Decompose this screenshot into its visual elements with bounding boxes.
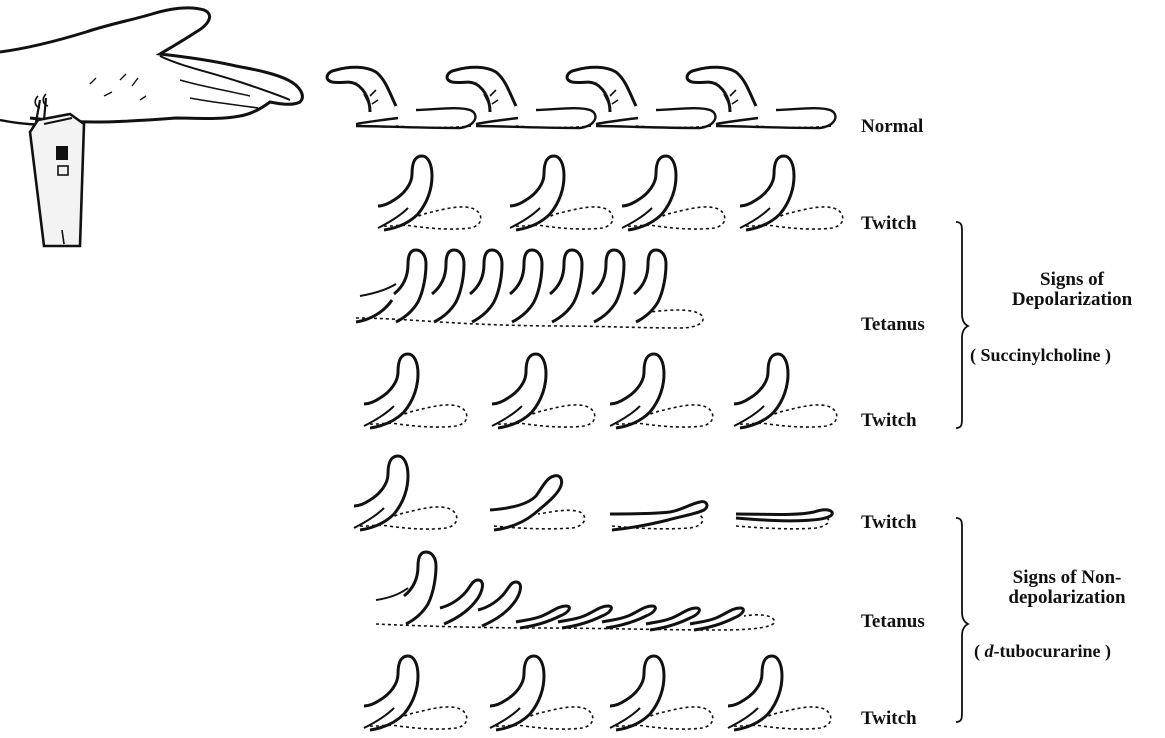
row-tetanus-dep-thumbs	[356, 250, 703, 328]
drug-name-rest: -tubocurarine )	[994, 641, 1111, 661]
bracket-nondepolarization	[956, 518, 968, 722]
nerve-stimulator-icon	[30, 94, 84, 246]
row-twitch-nondep-2-thumbs	[364, 656, 831, 730]
row-tetanus-nondep-thumbs	[376, 552, 775, 630]
row-label-tetanus: Tetanus	[861, 612, 925, 631]
row-twitch-dep-2-thumbs	[364, 354, 837, 428]
row-label-twitch: Twitch	[861, 709, 917, 728]
row-twitch-nondep-1-thumbs	[354, 456, 832, 530]
thumb-icon	[327, 67, 475, 128]
row-label-tetanus: Tetanus	[861, 315, 925, 334]
bracket-depolarization	[956, 222, 968, 428]
nondepolarization-title-line2: depolarization	[992, 588, 1142, 608]
nondepolarization-group-title: Signs of Non- depolarization	[992, 568, 1142, 608]
row-label-twitch: Twitch	[861, 411, 917, 430]
row-label-twitch: Twitch	[861, 214, 917, 233]
row-normal-thumbs	[327, 67, 835, 128]
depolarization-title-line2: Depolarization	[1002, 290, 1142, 310]
row-label-normal: Normal	[861, 117, 923, 136]
row-label-twitch: Twitch	[861, 513, 917, 532]
depolarization-group-title: Signs of Depolarization	[1002, 270, 1142, 310]
depolarization-drug-label: ( Succinylcholine )	[970, 346, 1111, 364]
drug-italic-prefix: d	[985, 641, 994, 661]
nondepolarization-title-line1: Signs of Non-	[992, 568, 1142, 588]
row-twitch-dep-1-thumbs	[378, 156, 843, 230]
nondepolarization-drug-label: ( d-tubocurarine )	[974, 642, 1111, 660]
drug-open-paren: (	[974, 641, 985, 661]
depolarization-title-line1: Signs of	[1002, 270, 1142, 290]
